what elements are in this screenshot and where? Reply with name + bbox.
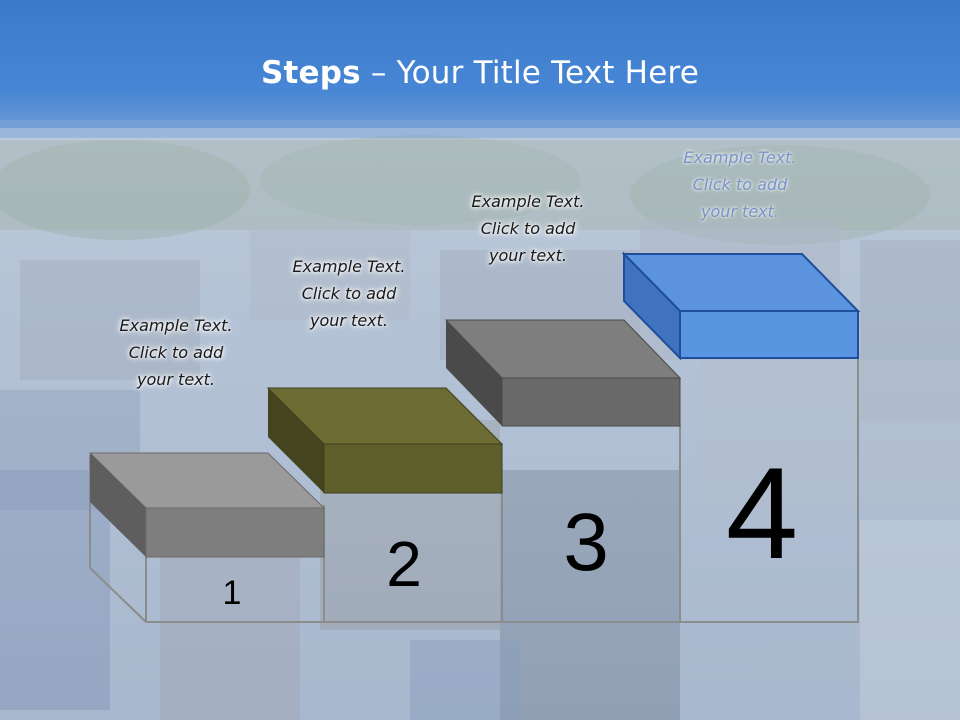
step-4-text-line-3: your text. — [700, 202, 779, 221]
step-2-number: 2 — [386, 528, 422, 600]
step-2-text-line-1: Example Text. — [292, 257, 406, 276]
step-4-number: 4 — [726, 440, 798, 586]
step-3-number: 3 — [563, 497, 609, 588]
step-2-text-line-3: your text. — [309, 311, 388, 330]
title-dash: – — [360, 55, 397, 91]
title-rest: Your Title Text Here — [396, 55, 699, 91]
step-3-text-line-1: Example Text. — [471, 192, 585, 211]
step-1-block[interactable] — [88, 452, 326, 558]
step-1-number: 1 — [223, 574, 242, 612]
step-3-block[interactable] — [444, 319, 682, 427]
step-2-text-line-2: Click to add — [301, 284, 397, 303]
title-bold: Steps — [260, 55, 361, 91]
step-4-text-line-2: Click to add — [692, 175, 788, 194]
step-2-text[interactable]: Example Text. Click to add your text. — [259, 253, 439, 334]
step-3-text[interactable]: Example Text. Click to add your text. — [438, 188, 618, 269]
step-2-block[interactable] — [266, 387, 504, 494]
step-4-text[interactable]: Example Text. Click to add your text. — [650, 144, 830, 225]
step-3-text-line-2: Click to add — [480, 219, 576, 238]
step-outline — [89, 310, 859, 623]
slide-title[interactable]: Steps – Your Title Text Here — [0, 55, 960, 91]
step-1-text-line-2: Click to add — [128, 343, 224, 362]
step-4-block[interactable] — [621, 251, 861, 361]
step-3-text-line-3: your text. — [488, 246, 567, 265]
step-1-text[interactable]: Example Text. Click to add your text. — [86, 312, 266, 393]
step-1-text-line-1: Example Text. — [119, 316, 233, 335]
step-1-text-line-3: your text. — [136, 370, 215, 389]
step-4-text-line-1: Example Text. — [683, 148, 797, 167]
